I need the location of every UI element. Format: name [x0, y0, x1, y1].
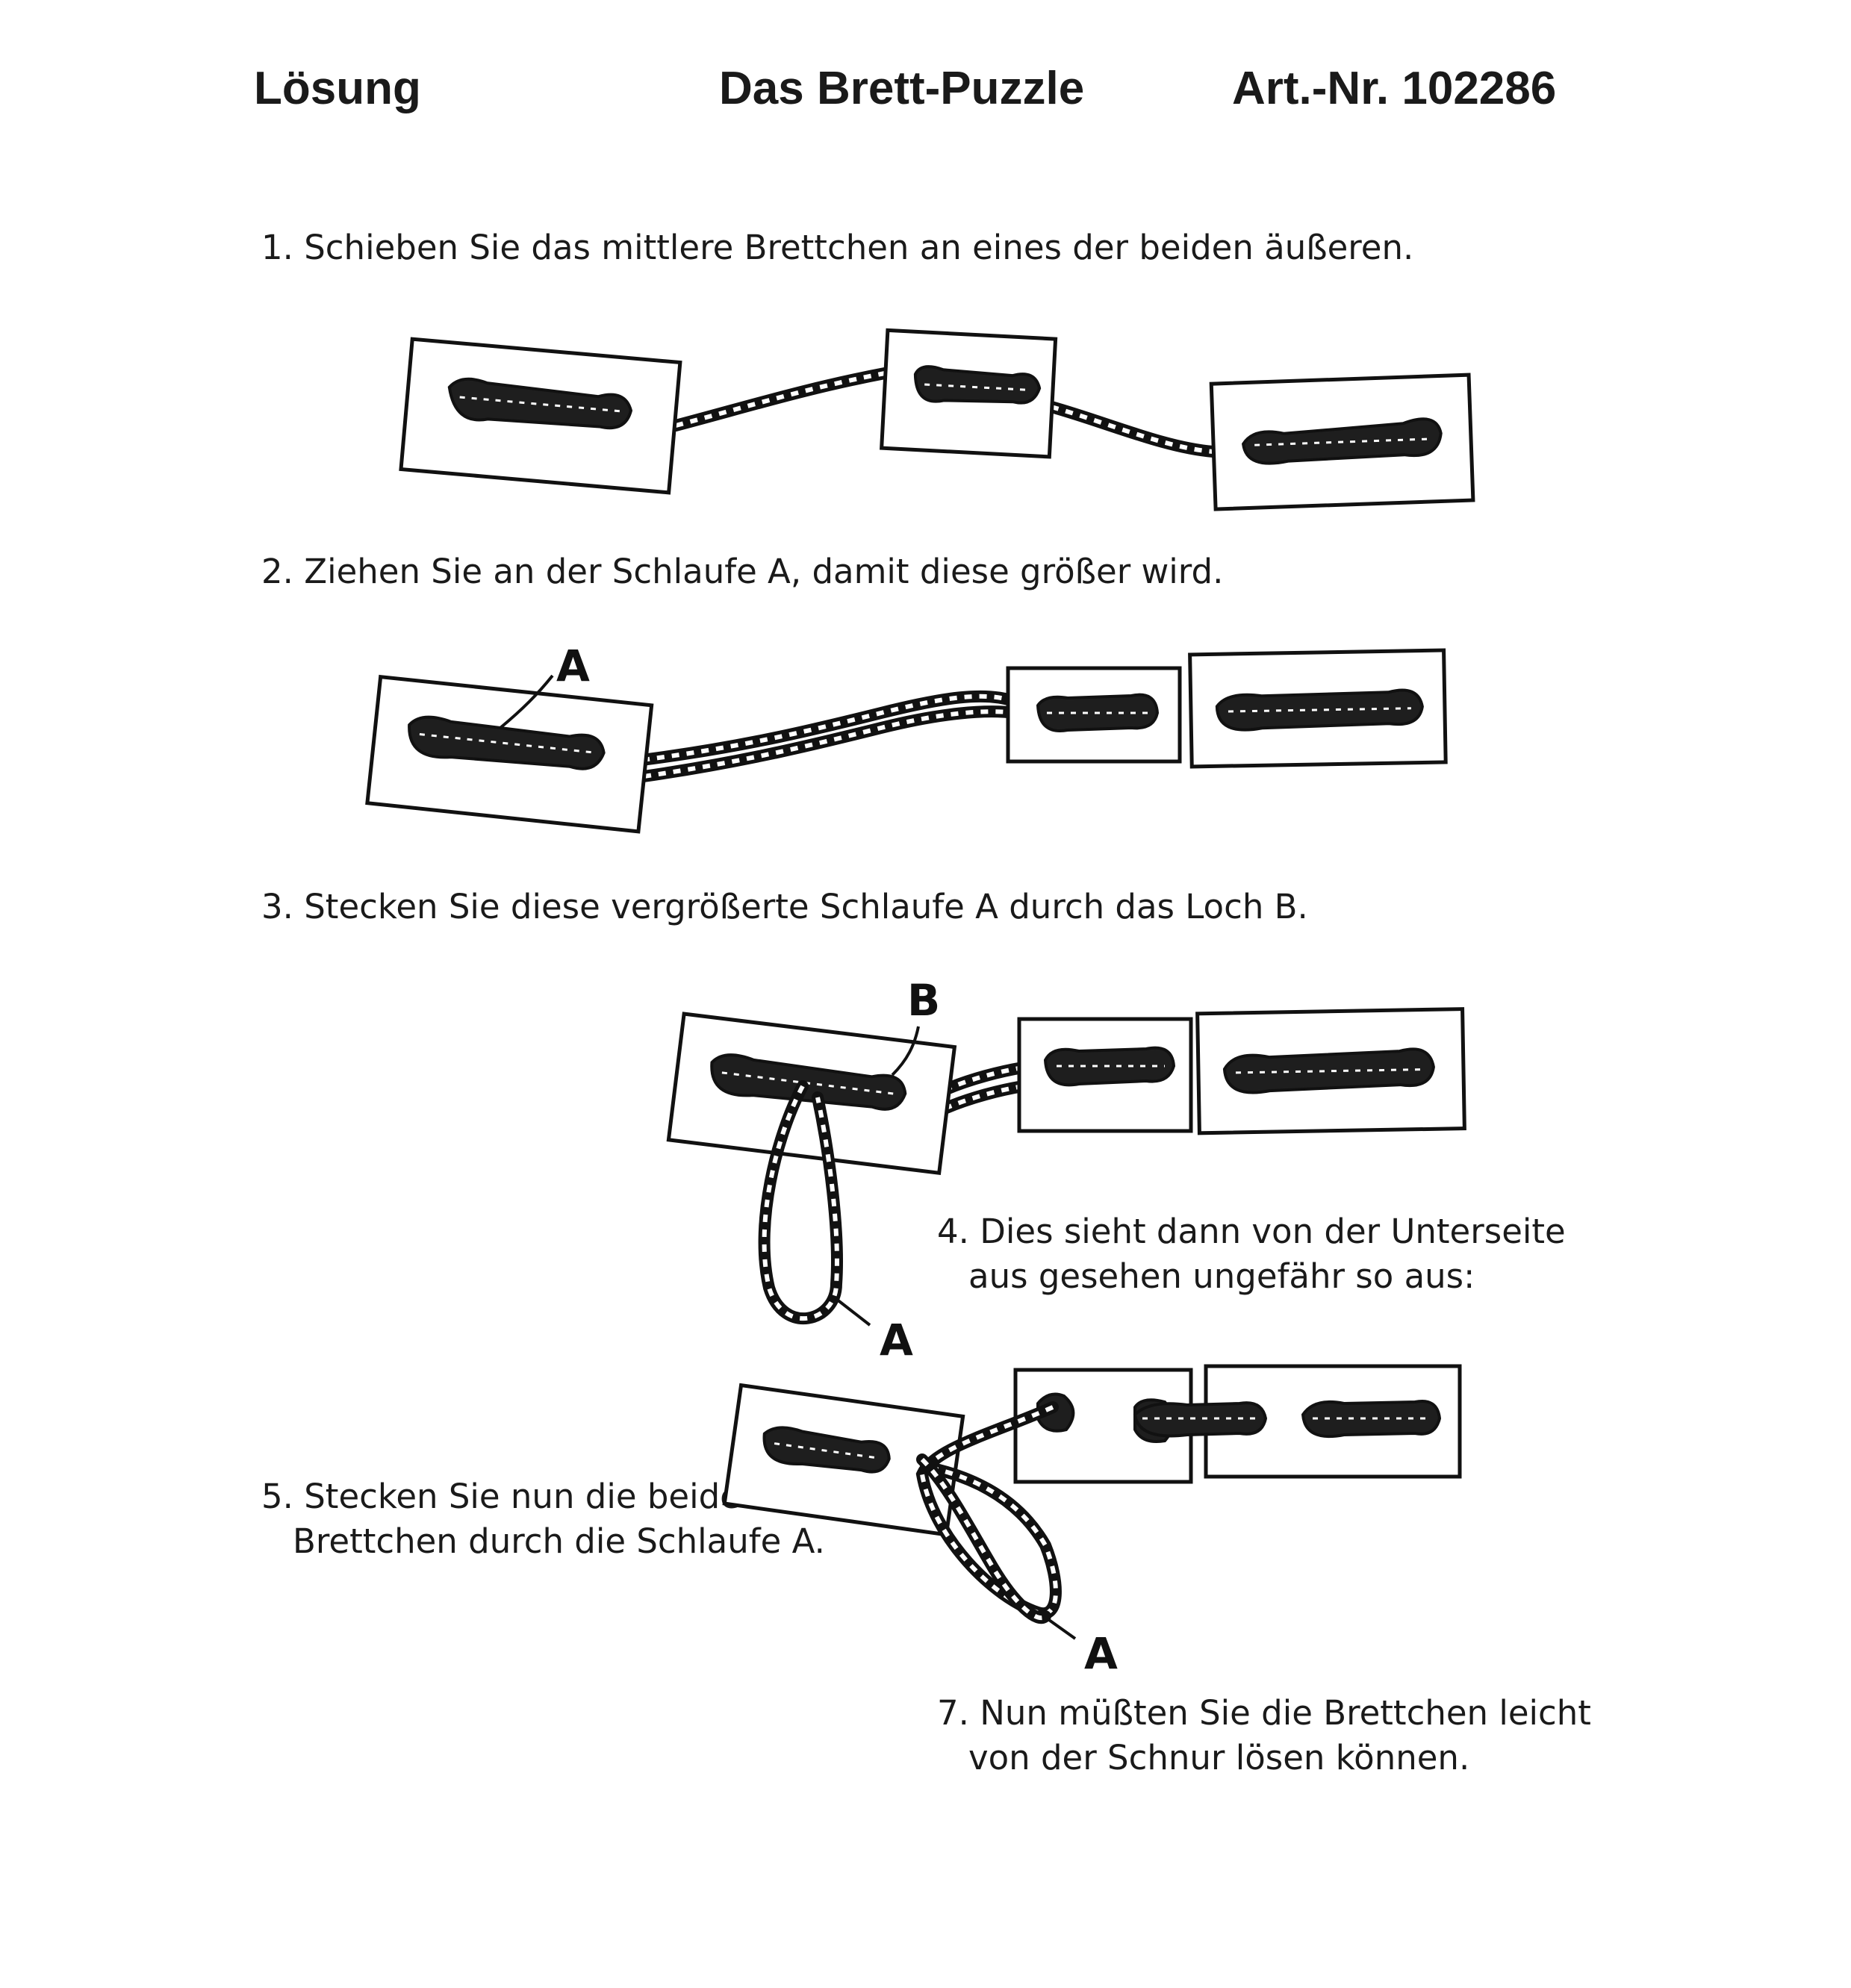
board-left	[401, 339, 680, 493]
figure-step-3: B A	[668, 975, 1464, 1365]
board-middle	[882, 330, 1056, 457]
board-with-hole-b	[668, 1014, 954, 1173]
figure-step-2: A	[367, 641, 1446, 832]
board-right-3	[1198, 1009, 1465, 1133]
label-loop-a-step-3: A	[880, 1315, 913, 1365]
board-middle-2	[1008, 668, 1180, 761]
label-loop-a-step-4: A	[1084, 1628, 1118, 1679]
board-right-2	[1190, 650, 1446, 767]
figure-step-4: A	[724, 1366, 1460, 1679]
board-middle-3	[1019, 1019, 1191, 1131]
label-hole-b: B	[907, 975, 940, 1026]
label-loop-a-step-2: A	[556, 641, 590, 691]
board-right	[1211, 375, 1473, 509]
board-left-loop	[367, 677, 652, 832]
figure-step-1	[401, 330, 1473, 509]
